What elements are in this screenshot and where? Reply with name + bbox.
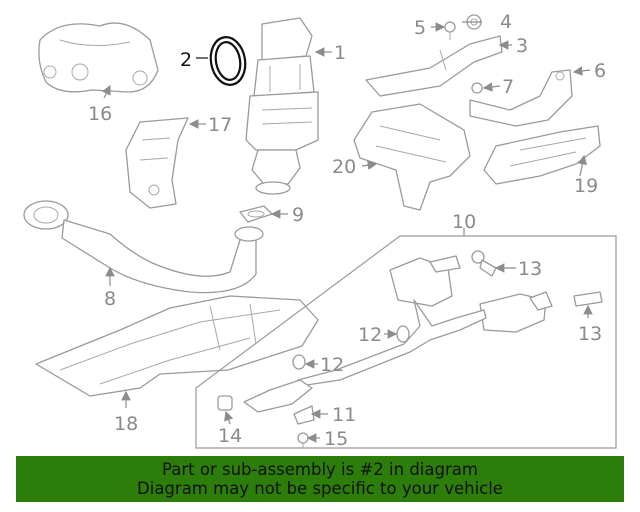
part-1-catalytic-converter[interactable] [245, 17, 319, 195]
callout-7: 7 [502, 76, 514, 98]
banner-line-1: Part or sub-assembly is #2 in diagram [162, 460, 478, 479]
callout-13-lower: 13 [578, 323, 602, 345]
part-15-bolt[interactable] [297, 432, 309, 448]
part-14-gasket[interactable] [217, 395, 233, 411]
callout-1: 1 [334, 42, 346, 64]
part-7-bolt[interactable] [471, 82, 492, 94]
info-banner: Part or sub-assembly is #2 in diagram Di… [16, 456, 624, 502]
part-9-flange-gasket[interactable] [239, 205, 273, 223]
callout-11: 11 [332, 404, 356, 426]
callout-4: 4 [500, 11, 512, 33]
callout-labels: 1 2 3 4 5 6 7 8 9 10 11 12 12 13 13 14 1… [88, 11, 606, 450]
part-12-isolator-right[interactable] [396, 325, 410, 343]
part-20-heat-shield[interactable] [353, 103, 471, 211]
part-13-hanger-lower[interactable] [573, 291, 603, 307]
callout-6: 6 [594, 60, 606, 82]
part-18-underbody-shield[interactable] [35, 295, 319, 397]
part-6-hanger-bracket[interactable] [469, 69, 573, 127]
part-3-bracket[interactable] [365, 35, 503, 97]
callout-3: 3 [516, 35, 528, 57]
callout-5: 5 [414, 17, 426, 39]
callout-20: 20 [332, 156, 356, 178]
part-5-bolt[interactable] [444, 21, 456, 40]
banner-line-2: Diagram may not be specific to your vehi… [137, 479, 503, 498]
part-17-bracket[interactable] [125, 117, 189, 209]
part-2-gasket[interactable] [207, 34, 249, 87]
callout-12-right: 12 [358, 324, 382, 346]
callout-8: 8 [104, 288, 116, 310]
callout-14: 14 [218, 425, 242, 447]
exhaust-parts-diagram: 1 2 3 4 5 6 7 8 9 10 11 12 12 13 13 14 1… [23, 11, 617, 450]
part-10-muffler-assembly[interactable] [243, 255, 553, 413]
part-16-heat-shield[interactable] [38, 22, 159, 93]
callout-16: 16 [88, 103, 112, 125]
leader-lines [101, 21, 593, 443]
callout-12-left: 12 [320, 354, 344, 376]
callout-19: 19 [574, 175, 598, 197]
callout-17: 17 [208, 114, 232, 136]
callout-9: 9 [292, 204, 304, 226]
part-11-clamp[interactable] [293, 405, 315, 425]
part-10-assembly-panel [195, 235, 617, 449]
part-19-heat-shield[interactable] [483, 125, 601, 185]
callout-18: 18 [114, 413, 138, 435]
callout-15: 15 [324, 428, 348, 450]
callout-13-upper: 13 [518, 258, 542, 280]
part-12-isolator-left[interactable] [292, 354, 306, 370]
callout-2[interactable]: 2 [180, 49, 192, 71]
callout-10: 10 [452, 211, 476, 233]
part-13-hanger-upper[interactable] [471, 250, 497, 277]
part-8-front-pipe[interactable] [23, 200, 264, 294]
